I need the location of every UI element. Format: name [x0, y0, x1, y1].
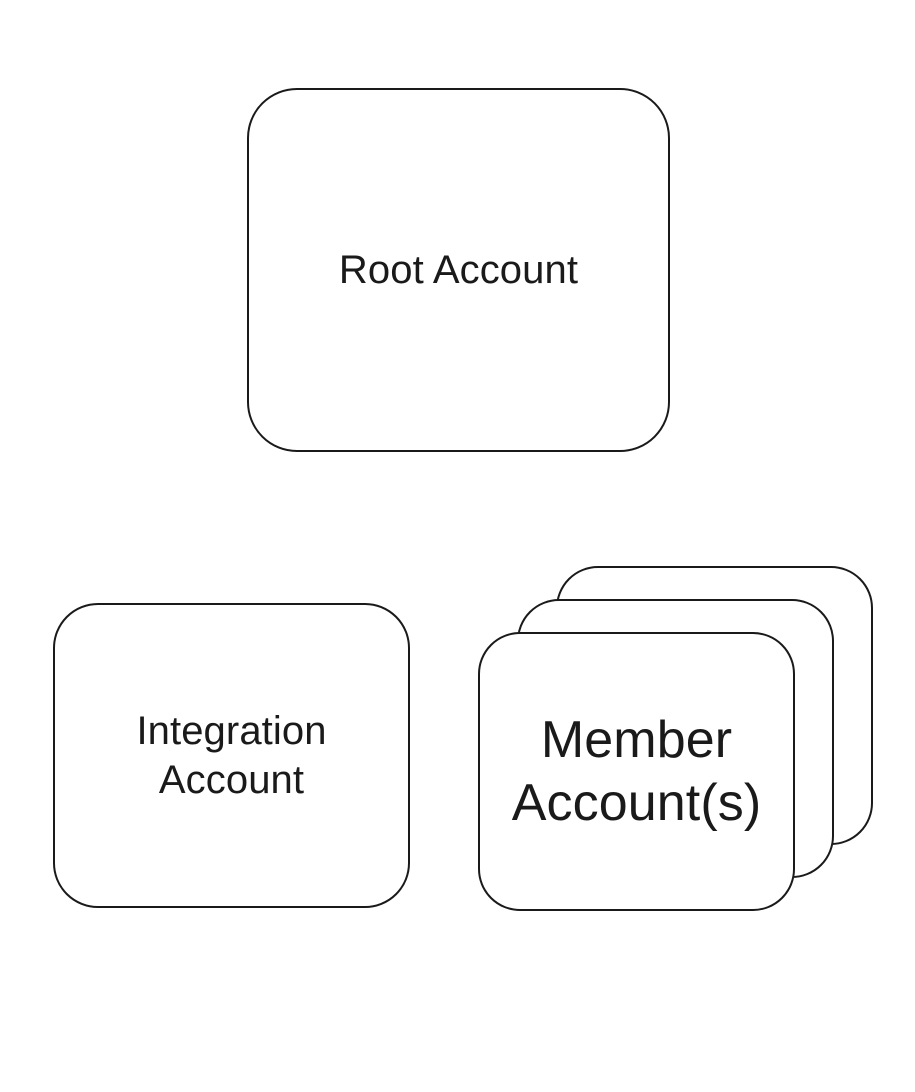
node-integration-account-label: Integration Account [136, 708, 327, 802]
node-member-accounts[interactable]: Member Account(s) [478, 566, 875, 912]
node-member-accounts-label: Member Account(s) [511, 711, 762, 832]
member-accounts-stack-card-front[interactable]: Member Account(s) [478, 632, 795, 911]
node-integration-account[interactable]: Integration Account [53, 603, 410, 908]
node-root-account-label: Root Account [338, 247, 579, 292]
node-root-account[interactable]: Root Account [247, 88, 670, 452]
